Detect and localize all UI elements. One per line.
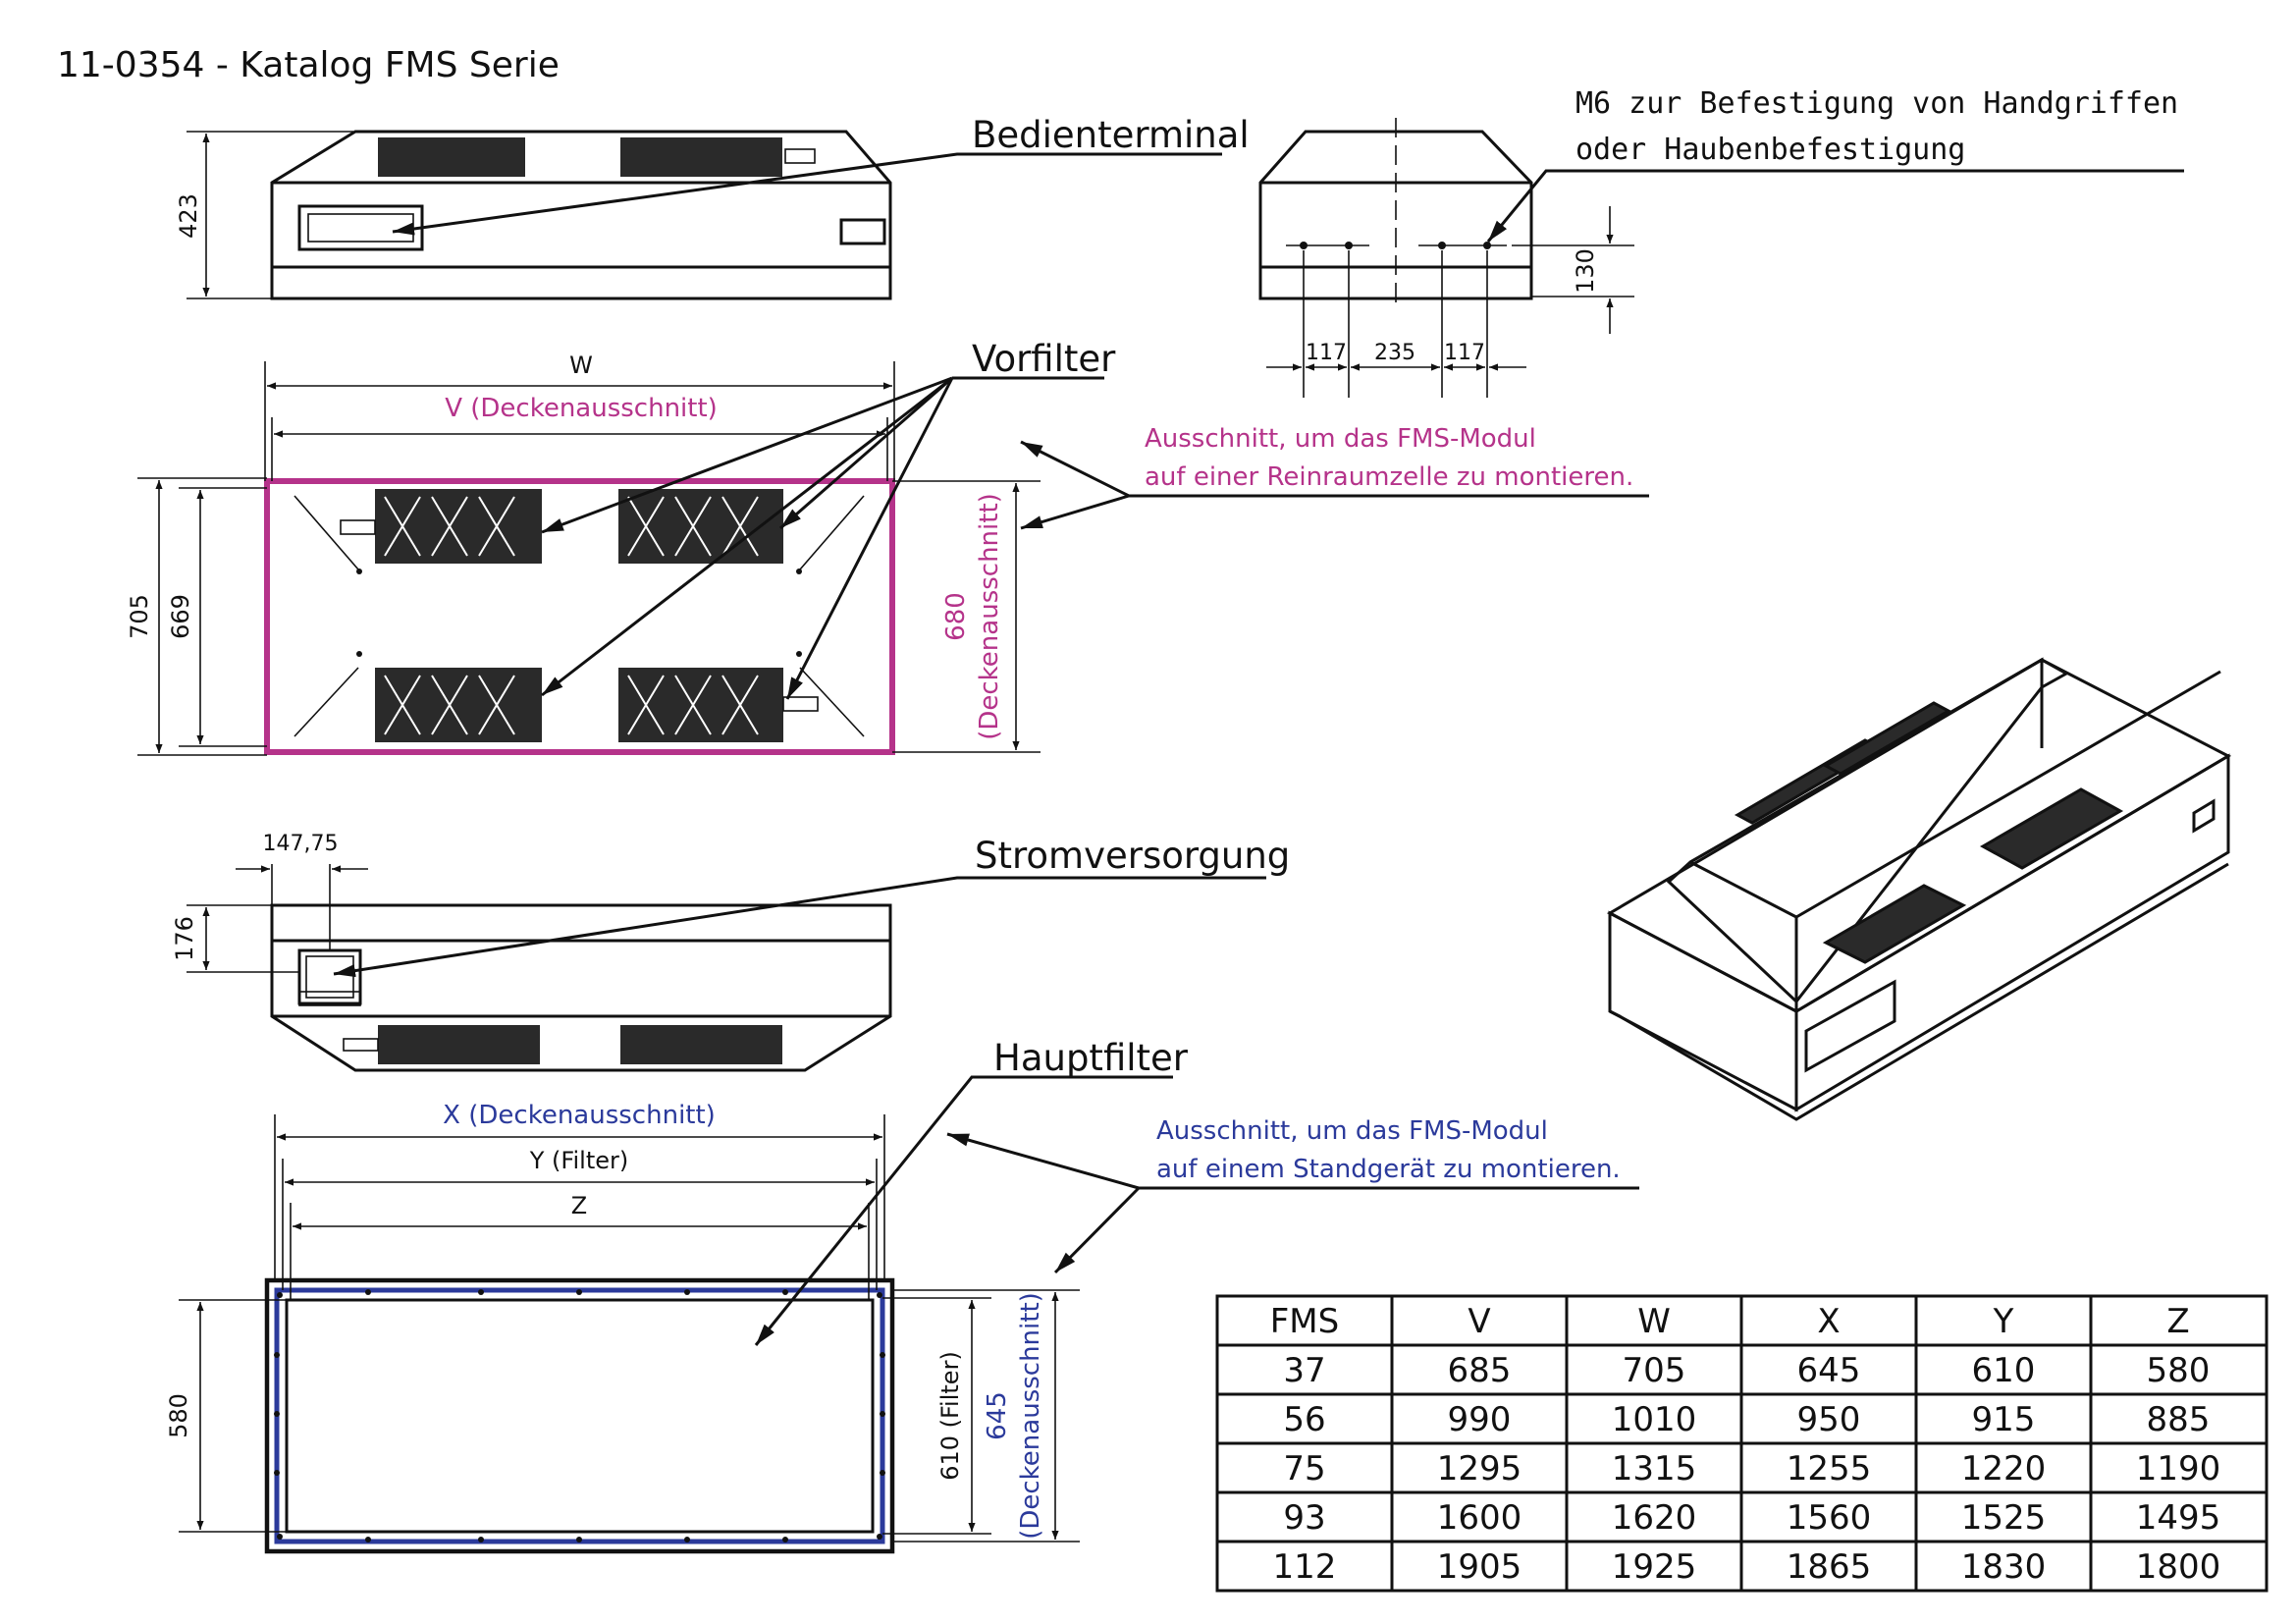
note-standgeraet-line1: Ausschnitt, um das FMS-Modul xyxy=(1156,1116,1548,1146)
table-cell: 93 xyxy=(1283,1498,1325,1538)
table-cell: 1560 xyxy=(1787,1498,1872,1538)
table-cell: 990 xyxy=(1448,1400,1512,1439)
dimension-table: FMS V W X Y Z 37 685 705 645 610 580 56 … xyxy=(1215,1294,2269,1593)
note-reinraum-line2: auf einer Reinraumzelle zu montieren. xyxy=(1145,462,1633,492)
dim-117-left: 117 xyxy=(1306,341,1347,365)
table-cell: 1905 xyxy=(1437,1547,1522,1587)
table-cell: 1620 xyxy=(1612,1498,1697,1538)
grille-top-left xyxy=(378,137,525,177)
table-row: 37 685 705 645 610 580 xyxy=(1283,1351,2210,1390)
table-cell: 56 xyxy=(1283,1400,1325,1439)
grille-bottom-right xyxy=(620,1025,782,1064)
callout-m6-line2: oder Haubenbefestigung xyxy=(1575,133,1965,167)
table-cell: 950 xyxy=(1797,1400,1861,1439)
dim-y: Y (Filter) xyxy=(529,1147,628,1174)
table-header-cell: W xyxy=(1637,1302,1671,1341)
dim-v: V (Deckenausschnitt) xyxy=(445,394,718,423)
dim-147-75: 147,75 xyxy=(263,832,339,856)
grille-top-right xyxy=(620,137,782,177)
dim-705: 705 xyxy=(126,594,153,639)
iso-grille-4 xyxy=(1822,701,1952,776)
control-terminal xyxy=(297,204,424,251)
dim-117-right: 117 xyxy=(1444,341,1485,365)
front-view-bottom: 147,75 176 Stromversorgung xyxy=(171,832,1290,1072)
table-cell: 37 xyxy=(1283,1351,1325,1390)
iso-grille-1 xyxy=(1822,884,1967,964)
table-cell: 1925 xyxy=(1612,1547,1697,1587)
page-title: 11-0354 - Katalog FMS Serie xyxy=(57,45,560,85)
top-view-prefilter: W V (Deckenausschnitt) 705 669 680 (Deck… xyxy=(126,338,1649,756)
power-supply xyxy=(297,948,362,1005)
dim-669: 669 xyxy=(167,594,194,639)
table-cell: 1600 xyxy=(1437,1498,1522,1538)
table-cell: 645 xyxy=(1797,1351,1861,1390)
table-header-cell: V xyxy=(1468,1302,1490,1341)
table-cell: 1830 xyxy=(1961,1547,2047,1587)
callout-stromversorgung: Stromversorgung xyxy=(975,835,1290,877)
table-cell: 75 xyxy=(1283,1449,1325,1489)
table-cell: 112 xyxy=(1273,1547,1337,1587)
dim-423: 423 xyxy=(175,193,202,239)
table-cell: 610 xyxy=(1972,1351,2036,1390)
dim-130: 130 xyxy=(1572,248,1599,294)
note-standgeraet-line2: auf einem Standgerät zu montieren. xyxy=(1156,1155,1621,1184)
table-header-cell: Y xyxy=(1993,1302,2014,1341)
table-cell: 1865 xyxy=(1787,1547,1872,1587)
dim-680-caption: (Deckenausschnitt) xyxy=(975,493,1004,740)
table-cell: 580 xyxy=(2147,1351,2211,1390)
isometric-view xyxy=(1606,657,2232,1121)
prefilter-1 xyxy=(375,489,542,564)
table-cell: 1495 xyxy=(2136,1498,2221,1538)
side-view: 130 117 235 117 M6 zur Befestigung von H… xyxy=(1258,86,2184,398)
table-cell: 1220 xyxy=(1961,1449,2047,1489)
callout-vorfilter: Vorfilter xyxy=(972,338,1116,380)
ceiling-cutout-outline xyxy=(264,478,895,755)
dim-610: 610 (Filter) xyxy=(936,1351,964,1481)
table-cell: 885 xyxy=(2147,1400,2211,1439)
prefilter-3 xyxy=(375,668,542,742)
table-row: 56 990 1010 950 915 885 xyxy=(1283,1400,2210,1439)
grille-bottom-left xyxy=(378,1025,540,1064)
table-header-cell: X xyxy=(1817,1302,1840,1341)
table-header-cell: FMS xyxy=(1270,1302,1339,1341)
table-cell: 1010 xyxy=(1612,1400,1697,1439)
front-view-top: 423 Bedienterminal xyxy=(175,114,1250,300)
prefilter-4 xyxy=(618,668,783,742)
dim-235: 235 xyxy=(1374,341,1415,365)
dim-680: 680 xyxy=(941,592,971,641)
table-row: 112 1905 1925 1865 1830 1800 xyxy=(1273,1547,2221,1587)
filter-cutout-outline xyxy=(274,1287,885,1544)
dim-645: 645 xyxy=(983,1391,1012,1440)
table-cell: 685 xyxy=(1448,1351,1512,1390)
table-cell: 1190 xyxy=(2136,1449,2221,1489)
table-header-row: FMS V W X Y Z xyxy=(1270,1302,2190,1341)
table-cell: 1525 xyxy=(1961,1498,2047,1538)
callout-bedienterminal: Bedienterminal xyxy=(972,114,1250,156)
dim-w: W xyxy=(569,352,593,379)
dim-176: 176 xyxy=(171,916,198,961)
table-row: 75 1295 1315 1255 1220 1190 xyxy=(1283,1449,2220,1489)
table-cell: 1255 xyxy=(1787,1449,1872,1489)
dim-x: X (Deckenausschnitt) xyxy=(443,1101,716,1130)
dim-645-caption: (Deckenausschnitt) xyxy=(1016,1292,1045,1540)
table-cell: 705 xyxy=(1623,1351,1686,1390)
table-cell: 1315 xyxy=(1612,1449,1697,1489)
dim-580: 580 xyxy=(165,1393,192,1438)
table-cell: 1295 xyxy=(1437,1449,1522,1489)
table-row: 93 1600 1620 1560 1525 1495 xyxy=(1283,1498,2220,1538)
callout-m6-line1: M6 zur Befestigung von Handgriffen xyxy=(1575,86,2178,121)
callout-hauptfilter: Hauptfilter xyxy=(993,1037,1189,1079)
iso-grille-2 xyxy=(1979,787,2124,870)
table-cell: 1800 xyxy=(2136,1547,2221,1587)
table-header-cell: Z xyxy=(2166,1302,2189,1341)
table-cell: 915 xyxy=(1972,1400,2036,1439)
bottom-view-mainfilter: X (Deckenausschnitt) Y (Filter) Z 580 61… xyxy=(165,1037,1639,1554)
note-reinraum-line1: Ausschnitt, um das FMS-Modul xyxy=(1145,424,1536,454)
dim-z: Z xyxy=(571,1192,587,1219)
